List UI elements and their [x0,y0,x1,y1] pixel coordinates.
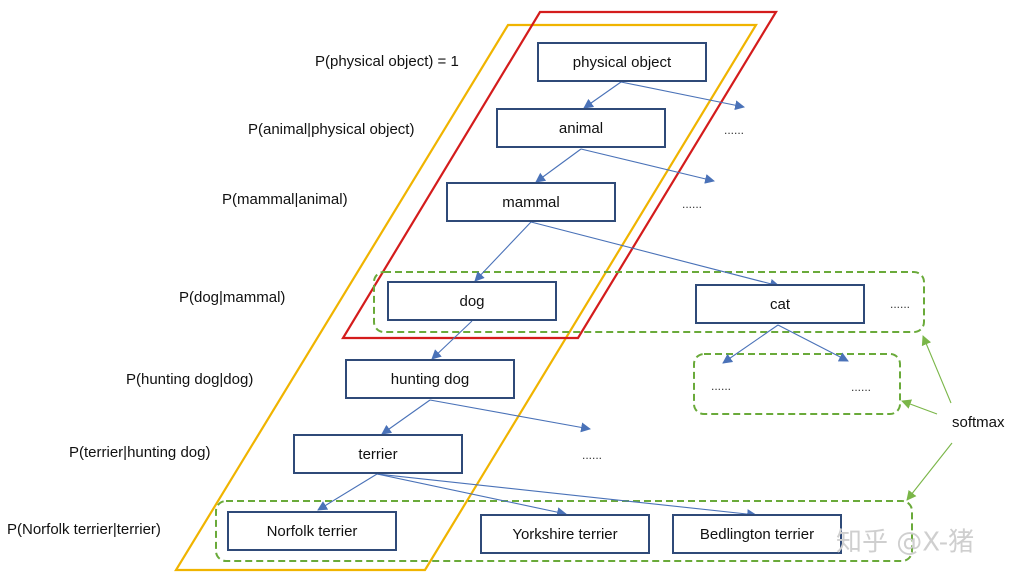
edge-animal-mammal [535,148,582,183]
node-label: animal [559,120,603,137]
softmax-arrow-middle [901,399,938,415]
prob-label-dog: P(dog|mammal) [179,289,285,306]
node-label: cat [770,296,791,313]
prob-label-terrier: P(terrier|hunting dog) [69,444,210,461]
watermark: 知乎 @X-猪 [836,528,974,558]
yellow-path-region [174,23,758,572]
edge-hunting-dog-other [429,399,591,433]
node-terrier: terrier [293,434,463,474]
prob-label-physical-object: P(physical object) = 1 [315,53,459,70]
prob-label-norfolk-terrier: P(Norfolk terrier|terrier) [7,521,161,538]
node-physical-object: physical object [537,42,707,82]
node-label: mammal [502,194,560,211]
node-label: physical object [573,54,672,71]
node-cat: cat [695,284,865,324]
node-bedlington-terrier: Bedlington terrier [672,514,842,554]
edge-dog-hunting-dog [431,320,473,360]
node-label: Norfolk terrier [267,523,358,540]
node-dog: dog [387,281,557,321]
ellipsis-cat-child-1: ...... [711,379,731,393]
edge-terrier-yorkshire [376,473,567,517]
node-label: terrier [358,446,397,463]
node-label: Bedlington terrier [700,526,814,543]
node-hunting-dog: hunting dog [345,359,515,399]
softmax-arrow-top [921,335,952,404]
node-yorkshire-terrier: Yorkshire terrier [480,514,650,554]
softmax-label: softmax [952,414,1005,431]
prob-label-hunting-dog: P(hunting dog|dog) [126,371,253,388]
ellipsis-terrier-level: ...... [582,448,602,462]
node-label: dog [459,293,484,310]
edge-cat-child-1 [722,324,779,364]
node-animal: animal [496,108,666,148]
edge-hunting-dog-terrier [381,399,431,435]
softmax-arrows [901,335,953,501]
node-norfolk-terrier: Norfolk terrier [227,511,397,551]
prob-label-animal: P(animal|physical object) [248,121,414,138]
red-path-region [341,10,778,340]
softmax-group-terriers [215,500,913,562]
edge-terrier-bedlington [376,473,757,519]
node-mammal: mammal [446,182,616,222]
edge-physical-object-animal [583,81,622,109]
softmax-arrow-bottom [906,442,953,501]
prob-label-mammal: P(mammal|animal) [222,191,348,208]
edge-physical-object-other [620,81,745,111]
ellipsis-animal-level: ...... [724,123,744,137]
ellipsis-dog-level: ...... [890,297,910,311]
edge-mammal-dog [474,221,532,282]
tree-edges [317,81,849,519]
ellipsis-mammal-level: ...... [682,197,702,211]
edge-mammal-cat [530,221,780,289]
edge-cat-child-2 [777,324,849,362]
node-label: hunting dog [391,371,469,388]
node-label: Yorkshire terrier [512,526,617,543]
softmax-group-dog-cat [373,271,925,333]
ellipsis-cat-child-2: ...... [851,380,871,394]
softmax-group-cat-children [693,353,901,415]
edge-terrier-norfolk [317,473,378,511]
edge-animal-other [580,148,715,184]
